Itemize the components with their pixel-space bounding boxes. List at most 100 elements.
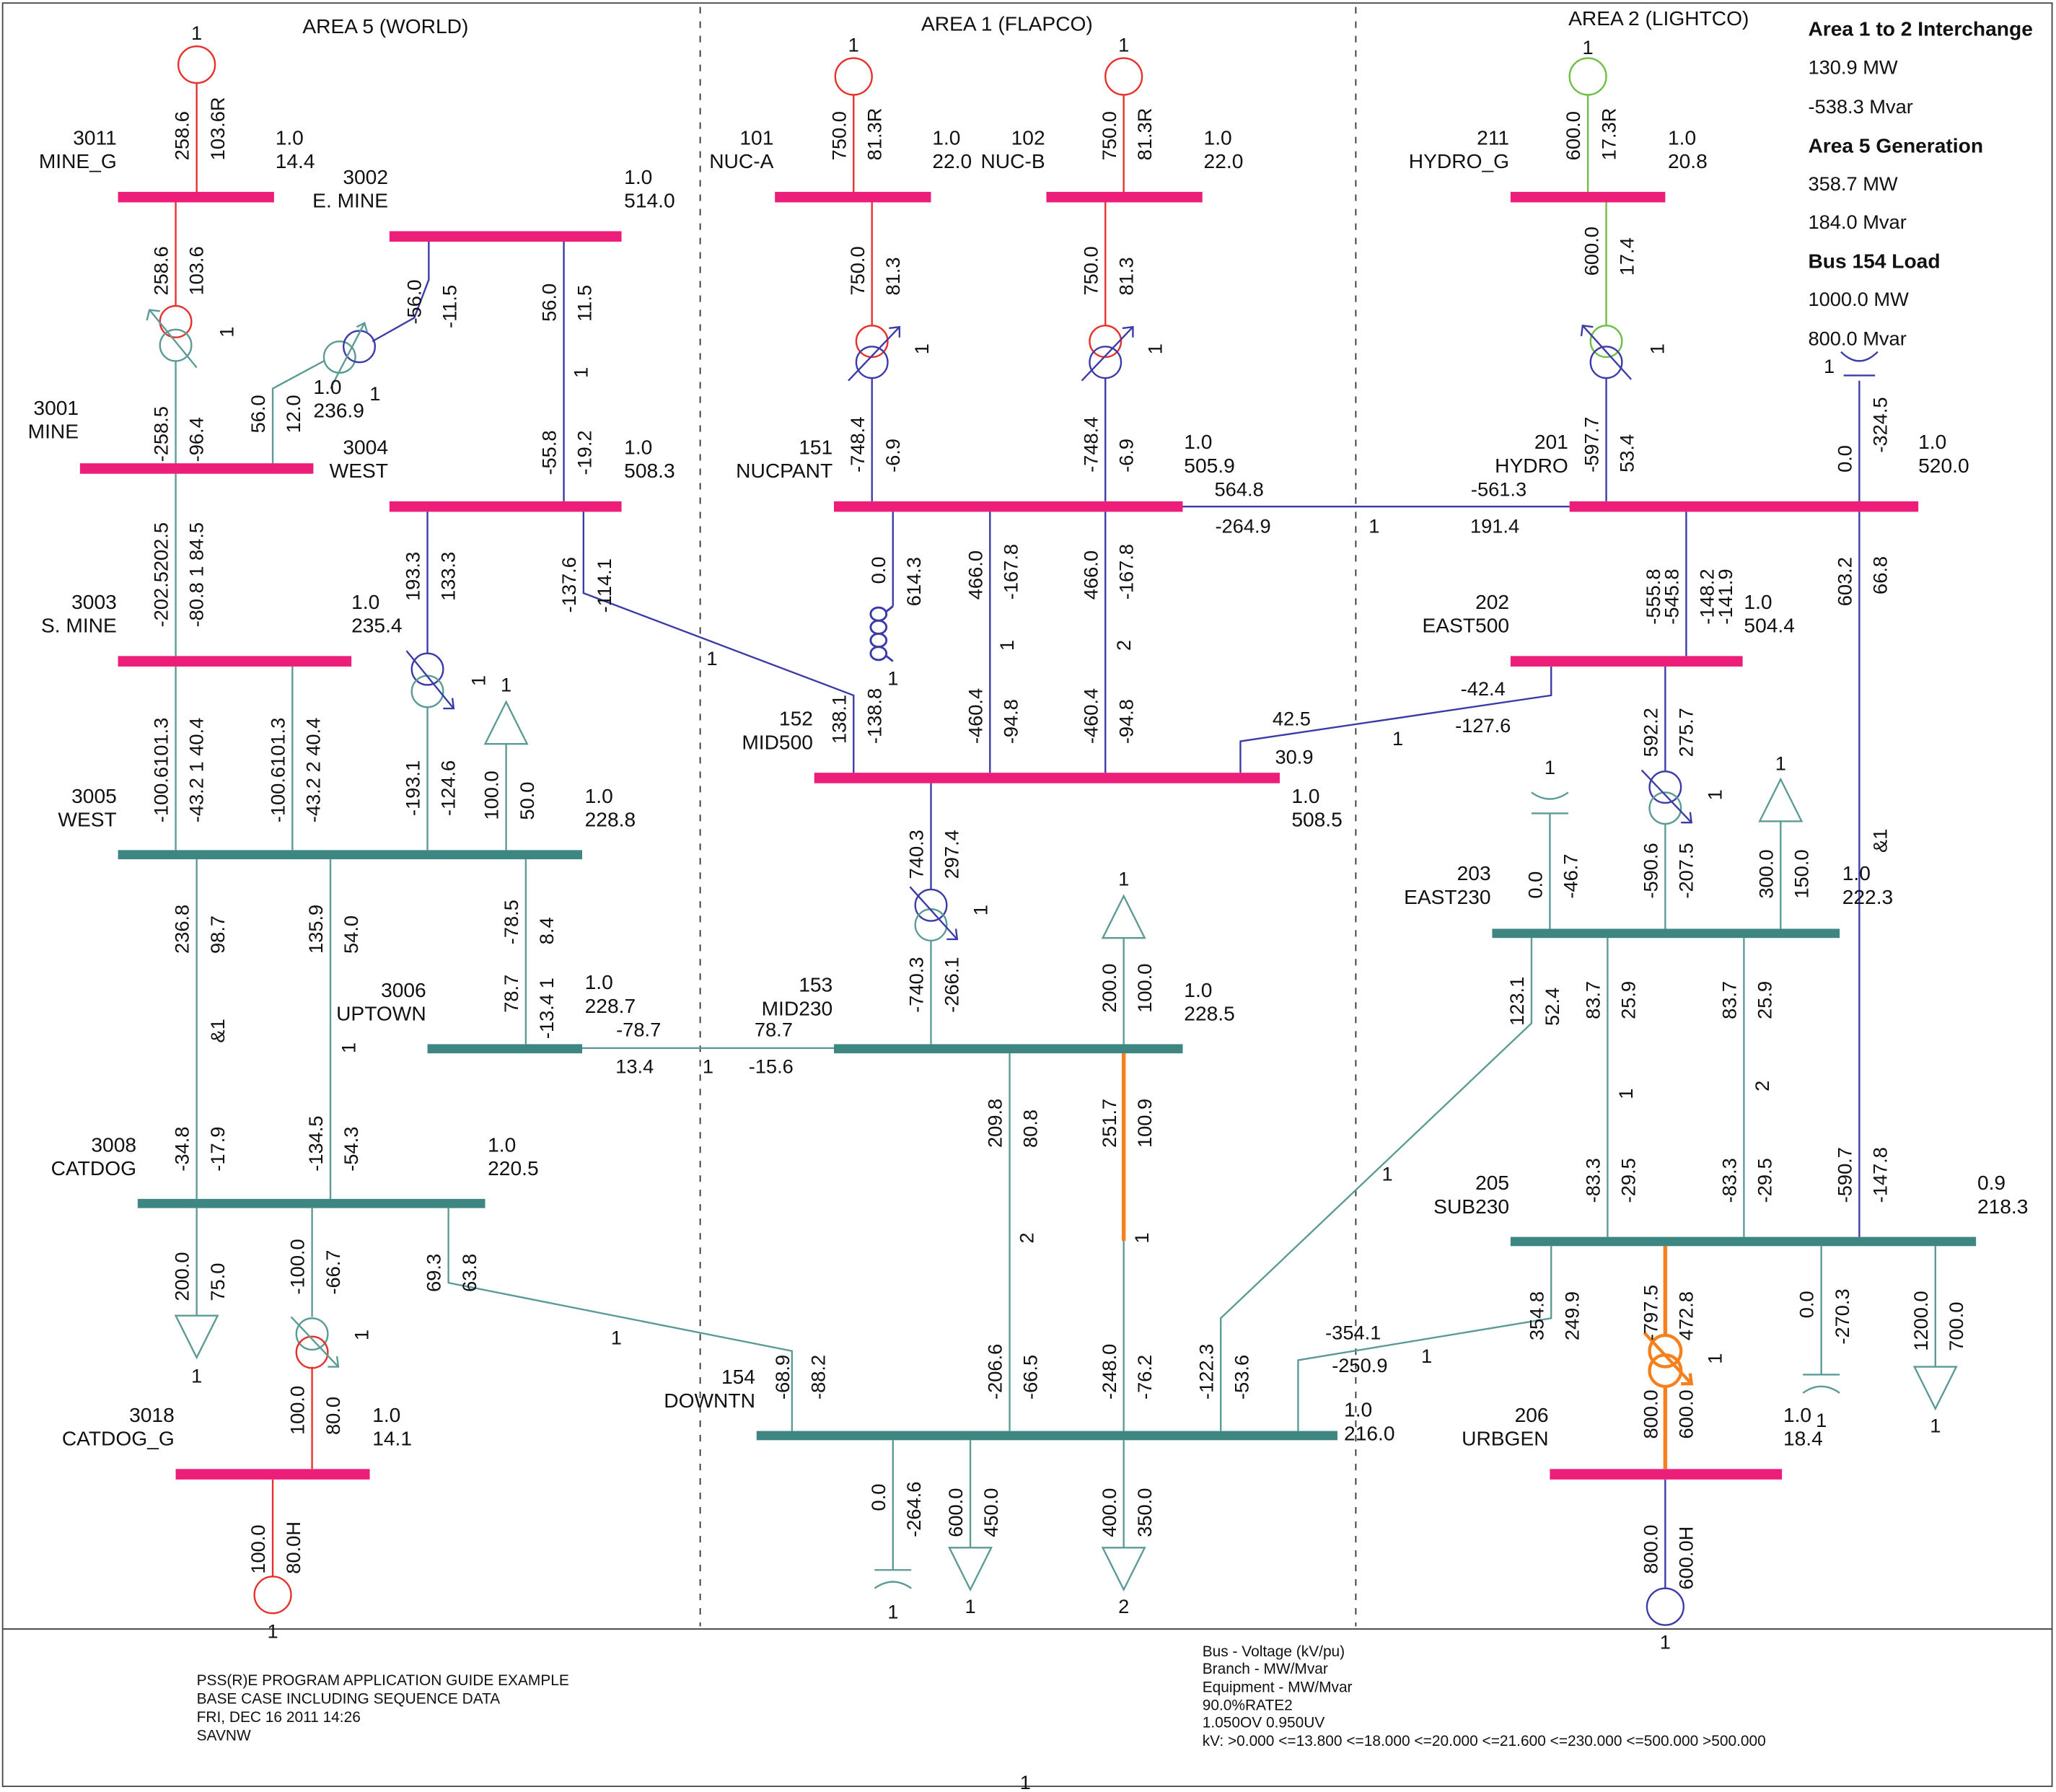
footer-program: SAVNW — [197, 1728, 251, 1744]
flow-label: 1 — [369, 382, 380, 405]
bus-bar[interactable] — [833, 1044, 1183, 1054]
shunt-capacitor-icon[interactable] — [874, 1569, 912, 1589]
area-title-world: AREA 5 (WORLD) — [302, 14, 468, 38]
flow-label: 133.3 — [437, 552, 460, 601]
shunts — [869, 351, 1879, 1589]
flow-label: 138.1 — [827, 695, 850, 744]
transformer-icon[interactable] — [1640, 769, 1693, 825]
flow-label: -100.6101.3 — [266, 718, 289, 822]
bus-bar[interactable] — [118, 850, 583, 860]
generator-icon[interactable] — [177, 45, 216, 84]
flow-label: 236.8 — [171, 905, 193, 954]
generator-icon[interactable] — [1568, 57, 1607, 96]
flow-label: -88.2 — [807, 1355, 829, 1400]
bus-voltage-kv: 18.4 — [1783, 1427, 1823, 1450]
transformer-icon[interactable] — [1081, 325, 1134, 382]
transformer-icon[interactable] — [848, 325, 901, 382]
bus-bar[interactable] — [1510, 191, 1666, 203]
flow-label: &1 — [206, 1019, 229, 1042]
shunt-capacitor-icon[interactable] — [1802, 1374, 1840, 1394]
bus-bar[interactable] — [389, 501, 622, 512]
bus-bar[interactable] — [137, 1198, 486, 1208]
interchange-title: Area 1 to 2 Interchange — [1808, 17, 2032, 40]
flow-label: 350.0 — [1133, 1488, 1156, 1537]
load-icon[interactable] — [174, 1314, 219, 1360]
bus-bar[interactable] — [118, 656, 352, 667]
flow-label: -83.3 — [1718, 1158, 1741, 1203]
bus-number: 3004 — [343, 435, 388, 458]
summary-panel: Area 1 to 2 Interchange 130.9 MW -538.3 … — [1808, 17, 2032, 350]
bus-name: MID500 — [742, 730, 813, 753]
legend-branch: Branch - MW/Mvar — [1203, 1661, 1328, 1677]
flow-label: 603.2 — [1833, 557, 1855, 606]
flow-label: 200.0 — [1098, 964, 1120, 1013]
bus-bar[interactable] — [1510, 656, 1743, 667]
bus-bar[interactable] — [1569, 501, 1919, 512]
branch-line[interactable] — [582, 511, 855, 773]
flow-label: 750.0 — [1098, 111, 1120, 160]
flow-label: 1 — [1381, 1162, 1392, 1185]
transformer-icon[interactable] — [1580, 325, 1632, 380]
bus-bar[interactable] — [833, 501, 1183, 512]
bus-bar[interactable] — [775, 191, 931, 203]
bus-name: S. MINE — [41, 614, 117, 637]
bus-bar[interactable] — [756, 1431, 1337, 1441]
bus-bar[interactable] — [1550, 1469, 1783, 1480]
flow-label: 69.3 — [423, 1254, 445, 1292]
branch-line[interactable] — [271, 360, 325, 464]
branch-line[interactable] — [1239, 666, 1552, 773]
reactor-coil-icon[interactable] — [869, 605, 894, 662]
flow-label: -748.4 — [846, 417, 869, 473]
branch-line[interactable] — [372, 242, 430, 343]
branch-line[interactable] — [447, 1208, 794, 1431]
transformer-icon[interactable] — [405, 650, 455, 710]
generator-icon[interactable] — [834, 57, 873, 96]
bus-bar[interactable] — [79, 463, 314, 474]
load-icon[interactable] — [1912, 1366, 1958, 1411]
transformer-icon[interactable] — [1643, 1331, 1694, 1388]
transformer-icon[interactable] — [290, 1316, 340, 1369]
bus-bar[interactable] — [1046, 191, 1203, 203]
bus-bar[interactable] — [118, 191, 274, 203]
shunt-reactor-icon[interactable] — [1840, 351, 1879, 377]
generator-icon[interactable] — [253, 1576, 292, 1615]
shunt-capacitor-icon[interactable] — [1531, 791, 1569, 814]
bus-voltage-kv: 228.5 — [1184, 1002, 1234, 1025]
transformer-icon[interactable] — [909, 886, 959, 941]
flow-label: 80.0H — [282, 1521, 304, 1574]
load-icon[interactable] — [948, 1547, 993, 1592]
bus-number: 3001 — [33, 396, 79, 419]
transformer-icon[interactable] — [146, 304, 198, 369]
bus-voltage-kv: 14.1 — [372, 1427, 412, 1450]
bus-bar[interactable] — [389, 231, 622, 242]
bus-bar[interactable] — [427, 1044, 583, 1054]
load-icon[interactable] — [1101, 1547, 1146, 1592]
load-icon[interactable] — [483, 700, 529, 745]
generator-icon[interactable] — [1104, 57, 1143, 96]
flow-label: 1 — [1545, 756, 1555, 778]
bus-number: 205 — [1475, 1171, 1509, 1194]
load-icon[interactable] — [1758, 777, 1804, 822]
flow-label: 98.7 — [206, 915, 229, 954]
branch-line[interactable] — [1297, 1246, 1552, 1431]
load-icon[interactable] — [1101, 894, 1146, 939]
bus-voltage-kv: 222.3 — [1842, 885, 1893, 908]
bus-voltage-kv: 14.4 — [276, 149, 315, 172]
bus-bar[interactable] — [814, 773, 1280, 783]
bus-voltage-kv: 514.0 — [624, 189, 675, 212]
load-title: Bus 154 Load — [1808, 249, 1940, 272]
transformers — [146, 304, 1694, 1388]
bus-name: NUC-B — [980, 149, 1045, 172]
flow-label: -202.5202.5 — [150, 522, 172, 627]
bus-voltage-pu: 1.0 — [1842, 861, 1871, 884]
bus-bar[interactable] — [1510, 1237, 1977, 1247]
flow-label: 466.0 — [964, 550, 986, 599]
branch-line[interactable] — [1220, 938, 1533, 1431]
flow-label: -6.9 — [1115, 439, 1137, 473]
generator-icon[interactable] — [1646, 1587, 1684, 1626]
transformer-icon[interactable] — [322, 322, 377, 390]
bus-bar[interactable] — [175, 1469, 370, 1480]
bus-bar[interactable] — [1492, 928, 1840, 939]
